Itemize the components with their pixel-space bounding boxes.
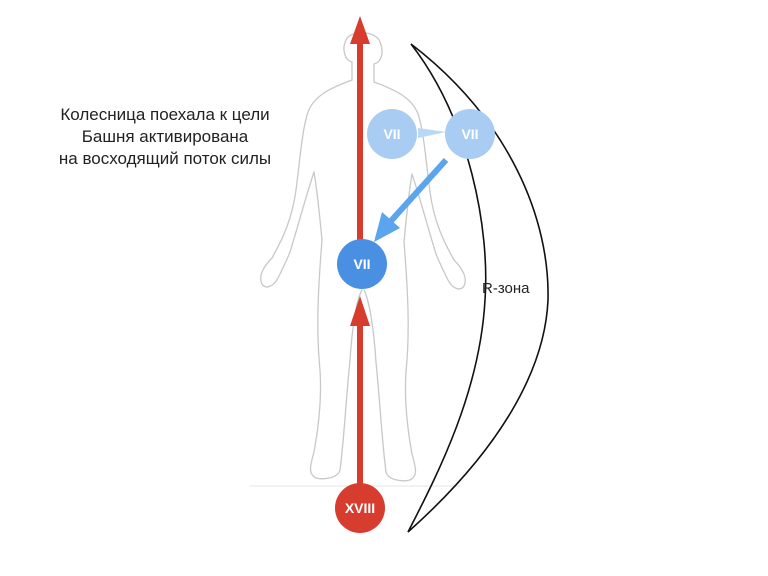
vii-faded-left-node: VII [367,109,417,159]
vii-center-label: VII [353,256,370,272]
xviii-node: XVIII [335,483,385,533]
ascending-flow-arrow-lower [350,296,370,488]
ascending-flow-arrow-upper [350,16,370,240]
caption-text: Колесница поехала к цели Башня активиров… [20,104,310,170]
vii-center-node: VII [337,239,387,289]
vii-faded-right-label: VII [461,126,478,142]
faded-arrow-right-to-left [418,128,446,138]
caption-line-2: Башня активирована [81,127,249,146]
r-zone-outline [407,43,549,533]
vii-faded-left-label: VII [383,126,400,142]
vii-faded-right-node: VII [445,109,495,159]
r-zone-label: R-зона [482,280,530,297]
descent-arrow [374,157,449,242]
human-figure-outline [249,32,466,487]
xviii-label: XVIII [345,500,375,516]
caption-line-3: на восходящий поток силы [58,149,272,168]
caption-line-1: Колесница поехала к цели [60,105,270,124]
